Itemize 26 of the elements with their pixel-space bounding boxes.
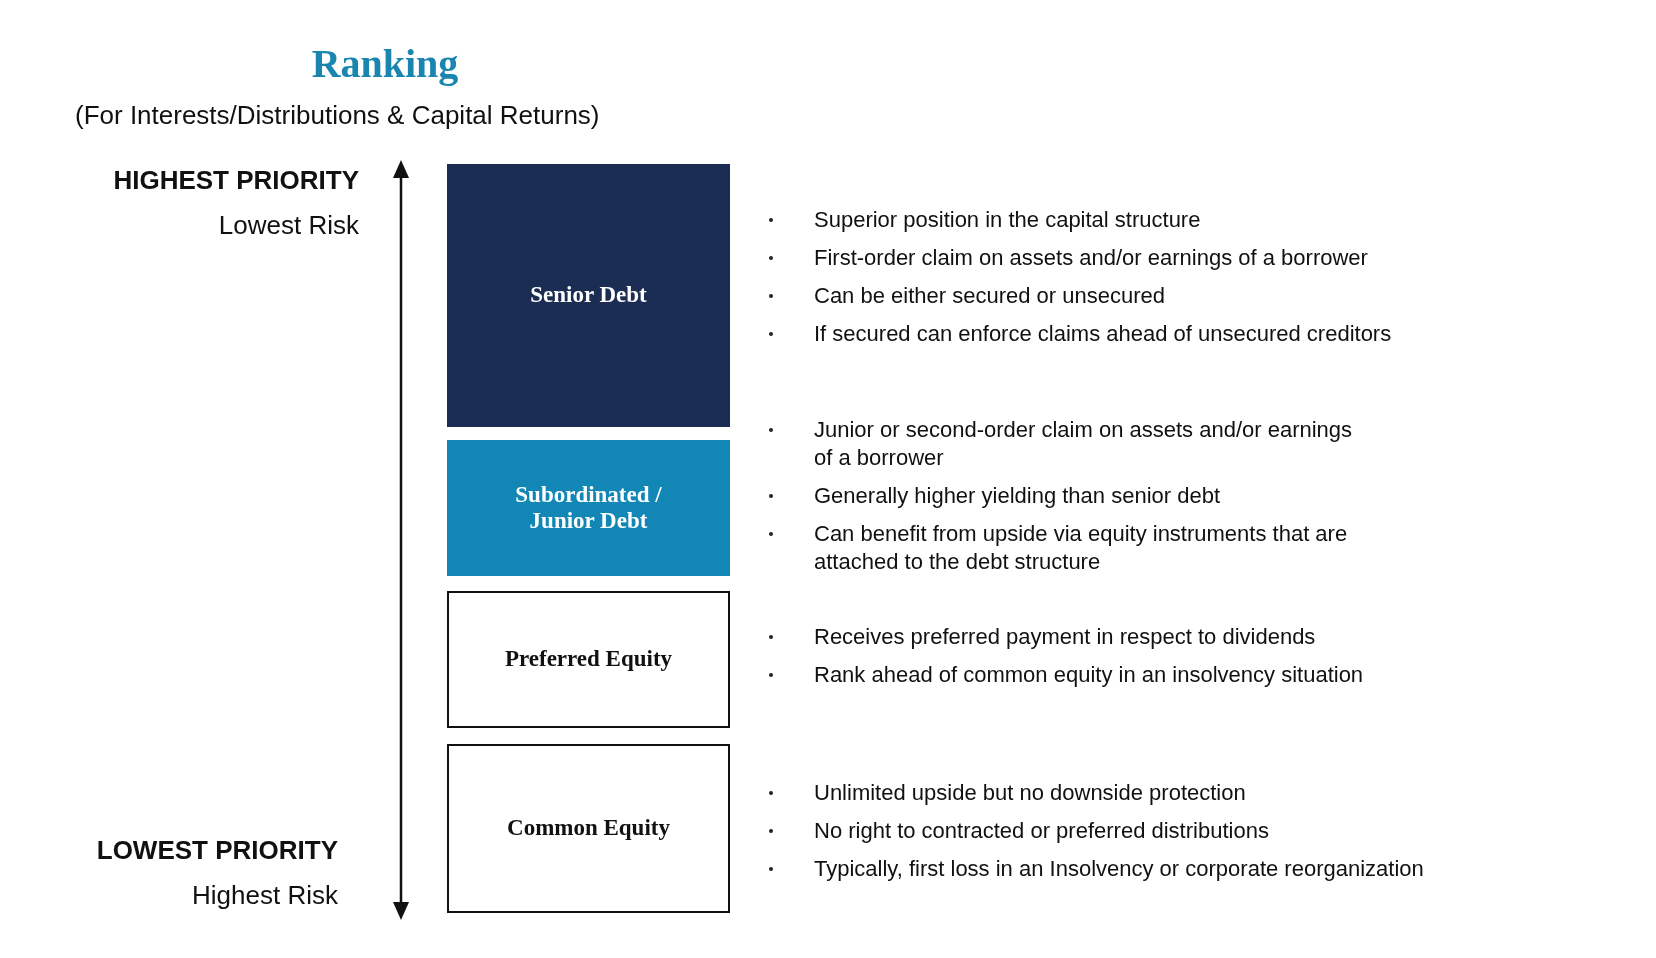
tier-block — [447, 591, 730, 728]
tier-block — [447, 164, 730, 427]
tier-label: Common Equity — [506, 815, 671, 842]
bullet-text: Receives preferred payment in respect to dividends — [814, 623, 1317, 651]
bullet-text: Can be either secured or unsecured — [814, 282, 1166, 310]
bullet-text: Junior or second-order claim on assets and/or earnings of a borrower — [814, 416, 1354, 472]
bullet-text: Generally higher yielding than senior debt — [814, 482, 1222, 510]
priority-label: HIGHEST PRIORITY — [113, 165, 359, 196]
bullet-text: No right to contracted or preferred distributions — [814, 817, 1270, 845]
bullet-text: Rank ahead of common equity in an insolvency situation — [814, 661, 1365, 689]
priority-label: LOWEST PRIORITY — [96, 835, 338, 866]
tier-block — [447, 440, 730, 576]
tier-label: Preferred Equity — [503, 646, 674, 673]
risk-label: Lowest Risk — [218, 210, 359, 241]
tier-block — [447, 744, 730, 913]
bullet-text: Superior position in the capital structure — [814, 206, 1202, 234]
bullet-text: Unlimited upside but no downside protection — [814, 779, 1247, 807]
bullet-text: Typically, first loss in an Insolvency or corporate reorganization — [814, 855, 1425, 883]
bullet-text: If secured can enforce claims ahead of unsecured creditors — [814, 320, 1393, 348]
bullet-text: First-order claim on assets and/or earnings of a borrower — [814, 244, 1369, 272]
subtitle: (For Interests/Distributions & Capital Returns) — [75, 100, 600, 131]
tier-label: Subordinated / Junior Debt — [514, 481, 663, 535]
risk-label: Highest Risk — [192, 880, 338, 911]
bullet-text: Can benefit from upside via equity instruments that are attached to the debt structure — [814, 520, 1349, 576]
tier-label: Senior Debt — [529, 282, 648, 309]
title: Ranking — [310, 40, 460, 87]
